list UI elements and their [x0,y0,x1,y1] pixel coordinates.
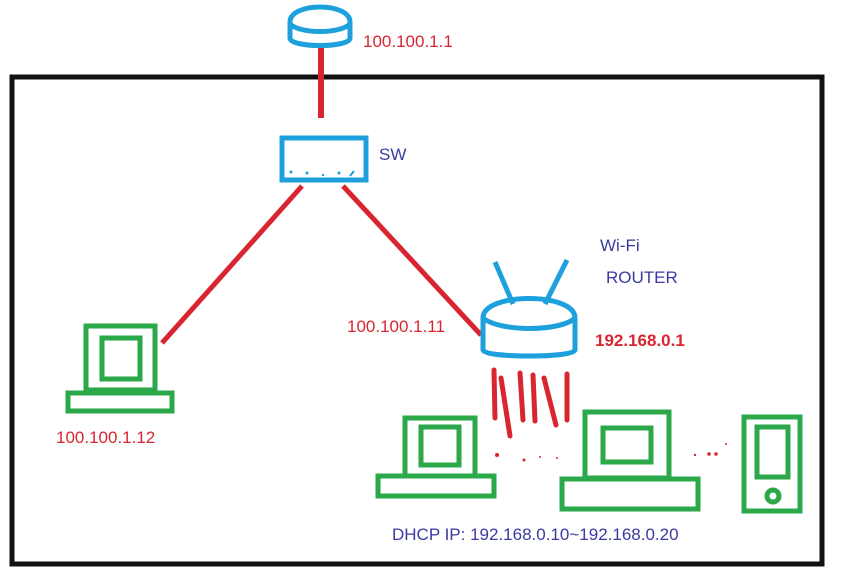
cable-switch-router [341,184,483,337]
pc-ip-label: 100.100.1.12 [56,428,156,447]
router-wan-ip-label: 100.100.1.11 [347,317,445,336]
computer-icon [65,323,175,414]
switch-icon [279,135,369,183]
network-boundary [9,74,825,567]
phone-icon [741,414,803,514]
more-clients-dots [495,453,558,462]
upstream-ip-label: 100.100.1.1 [363,32,453,51]
router-label-router: ROUTER [606,268,678,287]
computer-icon [375,415,497,499]
wifi-signal-icon [491,367,570,439]
computer-icon [559,409,701,512]
more-clients-dots [693,443,727,457]
router-label-wifi: Wi-Fi [600,236,640,255]
dhcp-range-label: DHCP IP: 192.168.0.10~192.168.0.20 [392,525,679,544]
cable-switch-pc [160,184,304,345]
wifi-router-icon [480,258,578,359]
server-icon [287,4,353,48]
switch-label: SW [379,145,407,164]
router-lan-ip-label: 192.168.0.1 [595,331,685,350]
